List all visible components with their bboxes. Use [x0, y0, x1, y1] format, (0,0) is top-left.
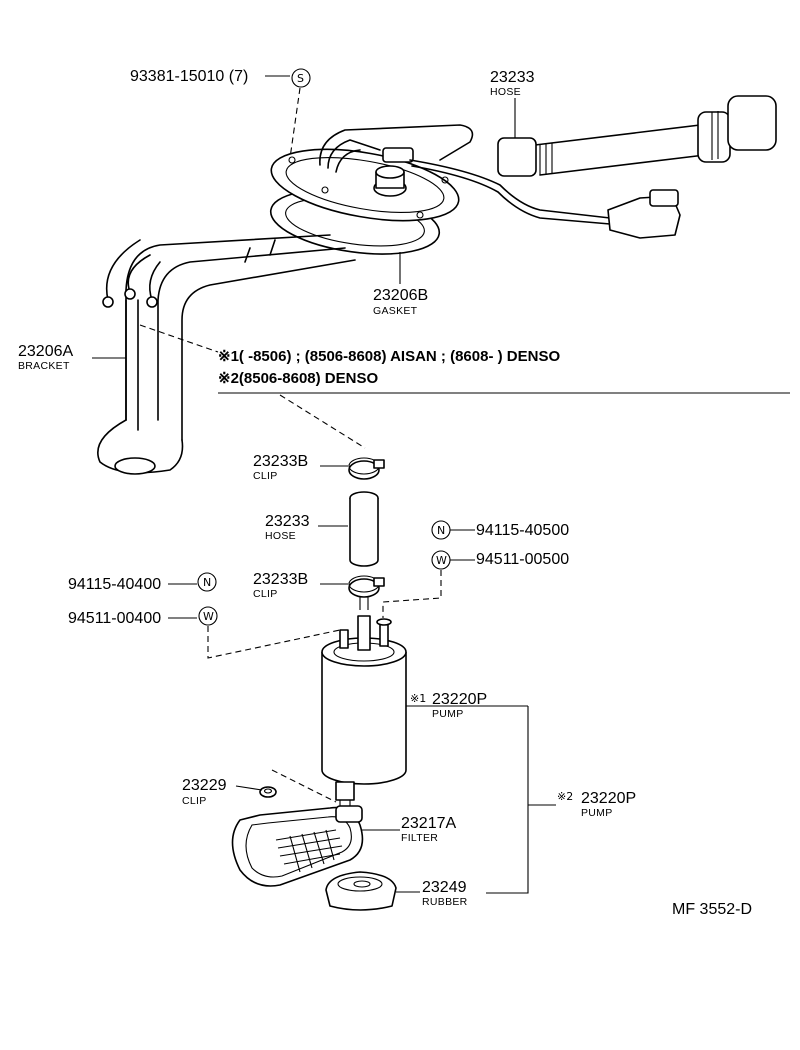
note-2: ※2(8506-8608) DENSO [218, 370, 378, 387]
lower-clip-part-number: 23233B [253, 571, 308, 588]
filter-part-name: FILTER [401, 832, 438, 844]
small-clip-drawing [259, 769, 337, 803]
upper-clip-part-number: 23233B [253, 453, 308, 470]
left-nut-part-number: 94115-40400 [68, 576, 161, 593]
pump1-callout: ※1 23220P PUMP [406, 691, 528, 720]
upper-clip-callout: 23233B CLIP [253, 453, 348, 482]
bracket-part-name: BRACKET [18, 360, 70, 372]
rubber-part-name: RUBBER [422, 896, 468, 908]
right-nut-symbol: N [437, 524, 445, 537]
hose-top-part-name: HOSE [490, 86, 521, 98]
screw-part-number: 93381-15010 (7) [130, 68, 248, 85]
gasket-part-number: 23206B [373, 287, 428, 304]
upper-clip-part-name: CLIP [253, 470, 278, 482]
hose-top-part-number: 23233 [490, 69, 535, 86]
upper-clip-drawing [348, 457, 385, 480]
note-1: ※1( -8506) ; (8506-8608) AISAN ; (8608- … [218, 348, 560, 365]
mid-hose-drawing [349, 491, 379, 567]
mid-hose-part-name: HOSE [265, 530, 296, 542]
mid-hose-part-number: 23233 [265, 513, 310, 530]
pump2-part-number: 23220P [581, 790, 636, 807]
small-clip-part-name: CLIP [182, 795, 207, 807]
right-washer-part-number: 94511-00500 [476, 551, 569, 568]
application-notes: ※1( -8506) ; (8506-8608) AISAN ; (8608- … [139, 324, 790, 394]
left-washer-part-number: 94511-00400 [68, 610, 161, 627]
screw-symbol-icon [291, 68, 311, 88]
left-nut-callout: 94115-40400 N [68, 572, 217, 593]
right-nut-part-number: 94115-40500 [476, 522, 569, 539]
pump2-callout: ※2 23220P PUMP [557, 790, 636, 819]
washer-symbol-icon [198, 606, 218, 626]
filter-drawing [231, 805, 364, 887]
rubber-callout: 23249 RUBBER [396, 879, 468, 908]
left-washer-callout: 94511-00400 W [68, 606, 341, 659]
left-nut-symbol: N [203, 576, 211, 589]
left-washer-symbol: W [203, 610, 214, 623]
lower-clip-callout: 23233B CLIP [253, 571, 348, 600]
fuel-pump-drawing [321, 615, 407, 813]
rubber-drawing [325, 871, 397, 911]
lower-clip-part-name: CLIP [253, 588, 278, 600]
bracket-part-number: 23206A [18, 343, 73, 360]
rubber-part-number: 23249 [422, 879, 467, 896]
figure-code: MF 3552-D [672, 901, 752, 918]
small-clip-part-number: 23229 [182, 777, 227, 794]
screw-symbol: S [297, 72, 304, 85]
filter-callout: 23217A FILTER [362, 815, 456, 844]
pump2-part-name: PUMP [581, 807, 613, 819]
right-washer-symbol: W [436, 554, 447, 567]
hose-top-callout: 23233 HOSE [490, 69, 535, 138]
pump2-mark: ※2 [557, 790, 573, 803]
lower-clip-drawing [348, 575, 385, 610]
screw-callout: 93381-15010 (7) S [130, 68, 311, 159]
right-washer-callout: W 94511-00500 [382, 550, 569, 618]
mid-hose-callout: 23233 HOSE [265, 513, 348, 542]
pump1-part-name: PUMP [432, 708, 464, 720]
gasket-callout: 23206B GASKET [373, 252, 428, 317]
pump1-part-number: 23220P [432, 691, 487, 708]
bracket-callout: 23206A BRACKET [18, 343, 126, 372]
pump1-mark: ※1 [410, 692, 426, 705]
small-clip-callout: 23229 CLIP [182, 777, 263, 807]
filter-part-number: 23217A [401, 815, 456, 832]
right-nut-callout: N 94115-40500 [431, 520, 569, 540]
gasket-part-name: GASKET [373, 305, 418, 317]
fuel-sender-assembly-drawing [97, 95, 777, 475]
nut-symbol-icon [197, 572, 217, 592]
